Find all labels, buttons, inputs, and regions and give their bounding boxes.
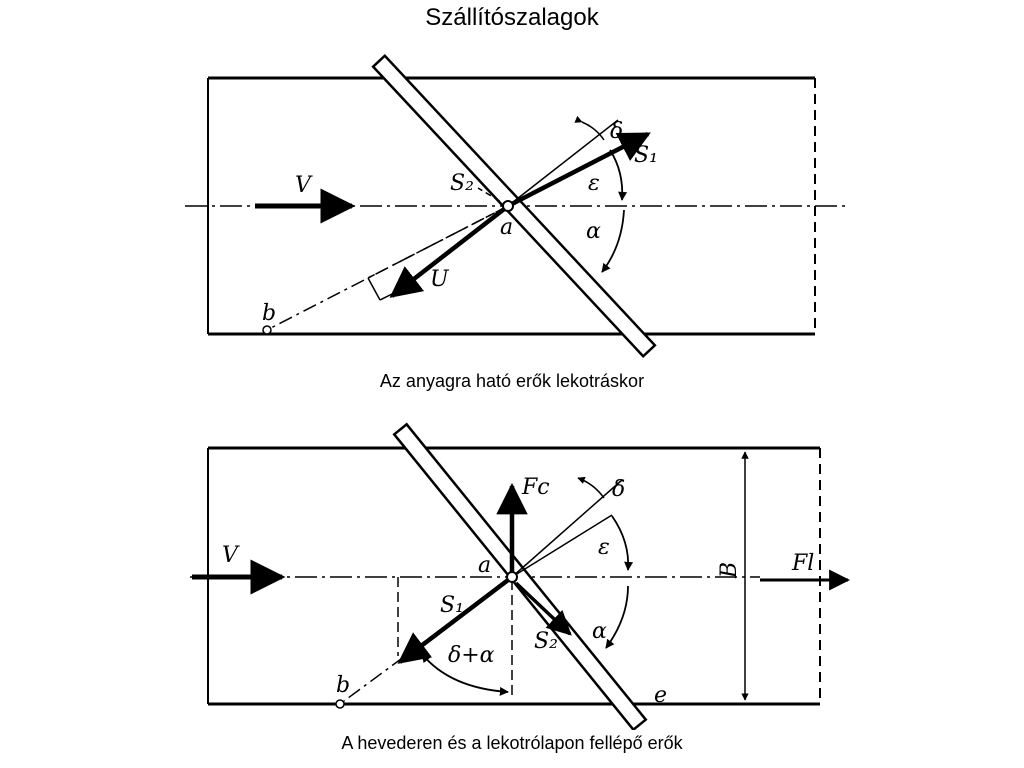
label-delta-2: δ <box>612 477 625 502</box>
label-s2: S₂ <box>450 171 474 196</box>
label-alpha-2: α <box>592 619 607 644</box>
delta-reference-line <box>507 119 619 207</box>
label-a-2: a <box>478 553 491 578</box>
epsilon-arc <box>609 149 628 201</box>
construction-line-1 <box>367 277 381 301</box>
construction-line-2 <box>379 293 393 301</box>
point-b-2 <box>335 699 345 709</box>
label-fl: Fl <box>791 551 814 576</box>
point-a <box>502 200 514 212</box>
label-b: b <box>262 301 276 326</box>
page-title: Szállítószalagok <box>425 4 599 31</box>
label-a: a <box>500 215 513 240</box>
epsilon-arc-2 <box>611 515 634 571</box>
label-delta-alpha: δ+α <box>448 643 495 668</box>
label-fc: Fc <box>521 475 550 500</box>
label-s2-2: S₂ <box>534 629 558 654</box>
point-a-2 <box>506 571 518 583</box>
label-v-2: V <box>222 543 240 568</box>
scraper-blade-2 <box>392 422 648 730</box>
s1-force-arrow-2 <box>397 575 514 664</box>
label-u: U <box>430 267 450 292</box>
delta-arc <box>574 115 605 141</box>
label-alpha: α <box>586 219 601 244</box>
point-b <box>262 325 272 335</box>
u-force-arrow <box>389 204 510 298</box>
delta-arc-2 <box>577 476 605 499</box>
s2-force-arrow-2 <box>514 581 572 636</box>
s1-force-arrow <box>506 131 651 209</box>
label-e: e <box>654 683 667 708</box>
caption-diagram-2: A hevederen és a lekotrólapon fellépő er… <box>341 733 683 753</box>
label-delta: δ <box>610 119 623 144</box>
label-epsilon: ε <box>588 171 600 196</box>
alpha-arc <box>601 209 625 273</box>
delta-reference-line-2 <box>511 479 623 578</box>
caption-diagram-1: Az anyagra ható erők lekotráskor <box>379 371 645 391</box>
diagram-scraping-forces: V S₂ S₁ δ ε α a U b <box>185 53 845 359</box>
label-s1: S₁ <box>634 143 658 168</box>
label-width-b: B <box>717 562 742 579</box>
label-b-2: b <box>336 673 350 698</box>
label-s1-2: S₁ <box>440 593 464 618</box>
label-v: V <box>295 173 313 198</box>
label-epsilon-2: ε <box>598 535 610 560</box>
alpha-arc-2 <box>605 585 629 649</box>
epsilon-reference-line-2 <box>511 514 613 578</box>
line-a-u-dashed <box>367 205 509 279</box>
diagram-belt-and-scraper-forces: V Fc δ ε α a S₁ S₂ δ+α b e B Fl <box>190 422 851 730</box>
delta-alpha-arc <box>421 653 509 696</box>
